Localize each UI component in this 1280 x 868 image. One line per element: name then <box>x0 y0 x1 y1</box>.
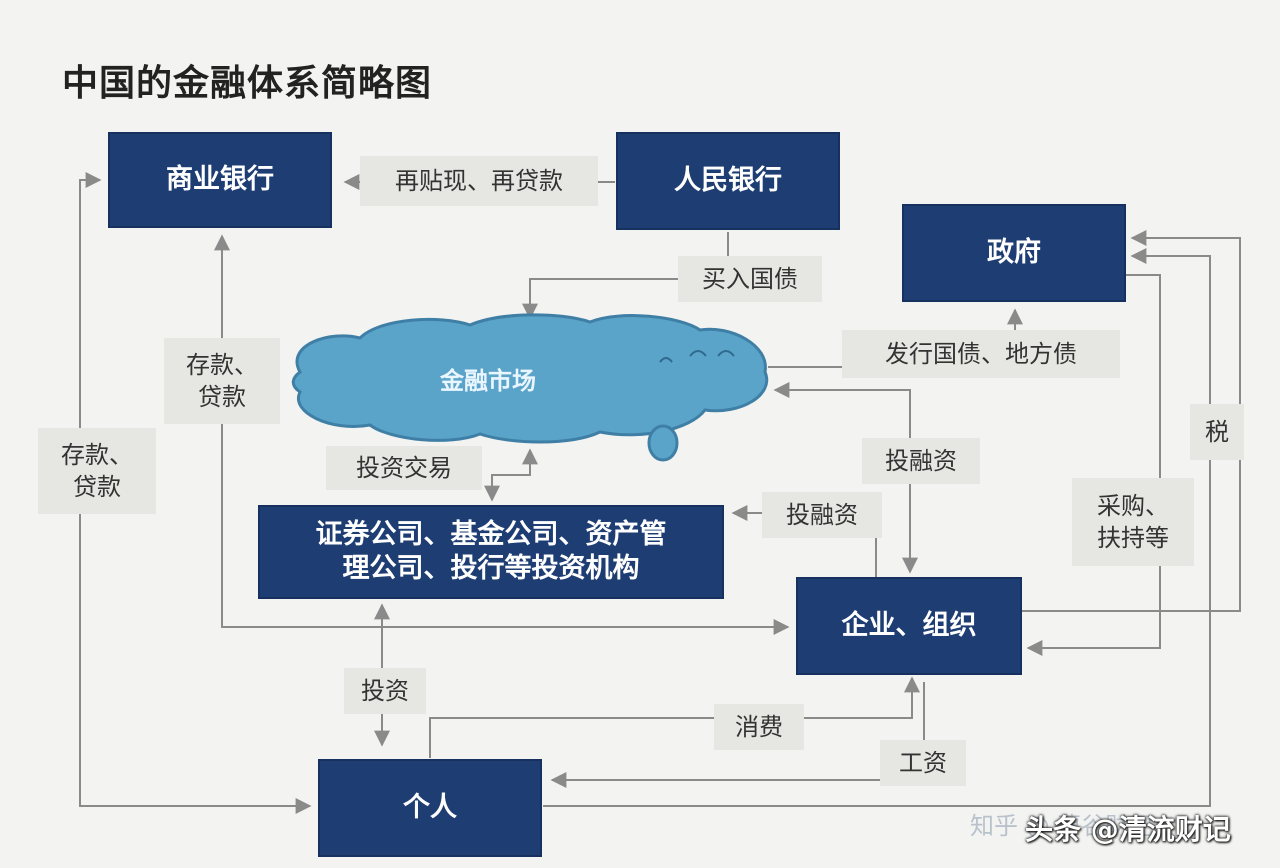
label-financing-institutions: 投融资 <box>762 492 882 538</box>
diagram-title: 中国的金融体系简略图 <box>62 63 433 104</box>
edge-market-to-enterprise <box>773 382 918 574</box>
label-wages: 工资 <box>880 740 966 786</box>
government-node: 政府 <box>902 204 1126 302</box>
financial-market-label: 金融市场 <box>440 367 536 395</box>
edge-individual-to-enterprise <box>429 676 920 758</box>
deposit-loan-outer-line-1: 存款、 <box>61 440 133 469</box>
enterprise-node: 企业、组织 <box>796 577 1022 675</box>
edge-tax-individual <box>543 248 1211 807</box>
label-issue-bonds: 发行国债、地方债 <box>842 330 1120 378</box>
label-deposit-loan-inner: 存款、 贷款 <box>164 338 280 424</box>
label-buy-bonds: 买入国债 <box>678 256 822 302</box>
toutiao-watermark: 头条 @清流财记 <box>1025 813 1231 846</box>
procurement-line-1: 采购、 <box>1097 491 1169 520</box>
label-procurement: 采购、 扶持等 <box>1072 478 1194 566</box>
procurement-line-2: 扶持等 <box>1097 524 1169 552</box>
pboc-node: 人民银行 <box>616 132 840 230</box>
individual-node: 个人 <box>318 759 542 857</box>
label-investment-trading: 投资交易 <box>326 446 482 490</box>
label-invest: 投资 <box>344 668 426 714</box>
deposit-loan-outer-line-2: 贷款 <box>73 473 121 501</box>
label-financing-market: 投融资 <box>862 438 980 484</box>
financial-market-cloud <box>291 313 769 462</box>
zhihu-watermark: 知乎 @ 曹谷财记 <box>970 812 1154 840</box>
commercial-bank-node: 商业银行 <box>108 132 332 228</box>
label-deposit-loan-outer: 存款、 贷款 <box>38 428 156 514</box>
label-consumption: 消费 <box>714 704 804 750</box>
label-rediscount: 再贴现、再贷款 <box>360 156 598 206</box>
institutions-line-1: 证券公司、基金公司、资产管 <box>315 519 667 551</box>
institutions-line-2: 理公司、投行等投资机构 <box>342 553 640 584</box>
deposit-loan-inner-line-1: 存款、 <box>186 350 258 379</box>
deposit-loan-inner-line-2: 贷款 <box>198 383 246 411</box>
edge-government-to-enterprise <box>1026 274 1161 656</box>
label-tax: 税 <box>1190 404 1244 460</box>
edge-market-to-institutions <box>484 448 538 502</box>
investment-institutions-node: 证券公司、基金公司、资产管 理公司、投行等投资机构 <box>258 505 724 599</box>
